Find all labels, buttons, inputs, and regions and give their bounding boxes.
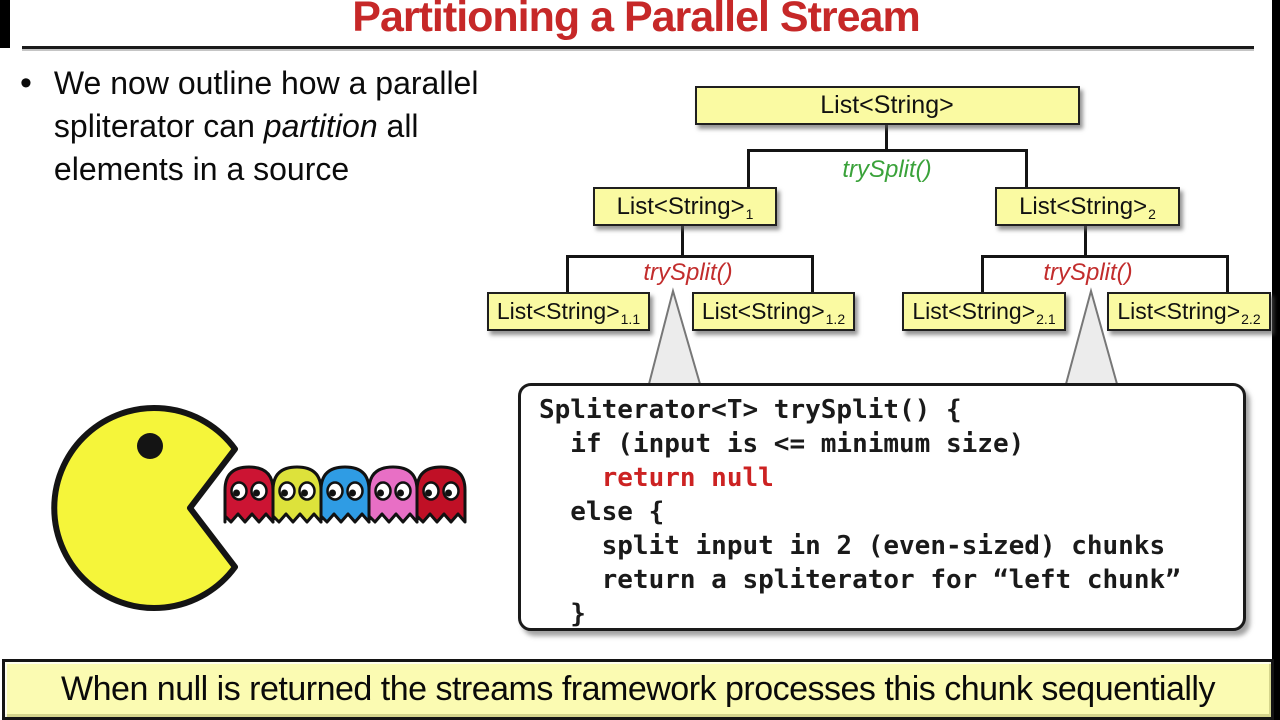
connector-line bbox=[566, 255, 569, 293]
tree-node-1-1: List<String>1.1 bbox=[487, 292, 650, 331]
ghost-yellow bbox=[271, 465, 323, 524]
tree-node-root: List<String> bbox=[695, 86, 1080, 125]
connector-line bbox=[747, 149, 750, 188]
pacman-eye bbox=[137, 433, 163, 459]
bullet-text: We now outline how a parallel spliterato… bbox=[54, 62, 479, 191]
bullet-marker: • bbox=[20, 64, 32, 102]
title-divider bbox=[22, 46, 1254, 49]
connector-line bbox=[885, 121, 888, 151]
trysplit-label-right: trySplit() bbox=[1043, 259, 1133, 286]
code-line: else { bbox=[539, 497, 665, 527]
code-box: Spliterator<T> trySplit() { if (input is… bbox=[518, 383, 1246, 631]
bullet-line-3: elements in a source bbox=[53, 151, 350, 187]
bullet-line-1: We now outline how a parallel bbox=[53, 65, 479, 101]
connector-line bbox=[747, 149, 1028, 152]
connector-line bbox=[811, 255, 814, 293]
pacman-body bbox=[51, 405, 238, 611]
connector-line bbox=[981, 255, 1229, 258]
code-line: return a spliterator for “left chunk” bbox=[539, 565, 1181, 595]
connector-line bbox=[1084, 223, 1087, 257]
ghost-pink bbox=[367, 465, 419, 524]
connector-line bbox=[566, 255, 814, 258]
bullet-item: • We now outline how a parallel splitera… bbox=[20, 62, 478, 191]
bottom-banner: When null is returned the streams framew… bbox=[2, 659, 1274, 720]
tree-node-2-2: List<String>2.2 bbox=[1107, 292, 1271, 331]
tree-node-2-1: List<String>2.1 bbox=[902, 292, 1066, 331]
connector-line bbox=[981, 255, 984, 293]
tree-node-2: List<String>2 bbox=[995, 187, 1180, 226]
ghost-red-1 bbox=[223, 465, 275, 524]
left-edge-bar bbox=[0, 0, 10, 48]
connector-line bbox=[681, 223, 684, 257]
code-line: Spliterator<T> trySplit() { bbox=[539, 395, 962, 425]
ghost-red-2 bbox=[415, 465, 467, 524]
tree-node-1-2: List<String>1.2 bbox=[692, 292, 855, 331]
code-line-return-null: return null bbox=[539, 463, 774, 493]
right-edge-bar bbox=[1272, 0, 1280, 720]
banner-text: When null is returned the streams framew… bbox=[61, 670, 1215, 708]
trysplit-label-top: trySplit() bbox=[842, 156, 932, 183]
trysplit-label-left: trySplit() bbox=[643, 259, 733, 286]
code-line: if (input is <= minimum size) bbox=[539, 429, 1025, 459]
ghost-blue bbox=[319, 465, 371, 524]
code-line: split input in 2 (even-sized) chunks bbox=[539, 531, 1166, 561]
bullet-line-2: spliterator can partition all bbox=[53, 108, 419, 144]
connector-line bbox=[1025, 149, 1028, 188]
connector-line bbox=[1226, 255, 1229, 293]
code-line: } bbox=[539, 599, 586, 629]
slide-title: Partitioning a Parallel Stream bbox=[352, 0, 920, 41]
pacman-graphic bbox=[51, 405, 467, 611]
tree-node-1: List<String>1 bbox=[593, 187, 777, 226]
